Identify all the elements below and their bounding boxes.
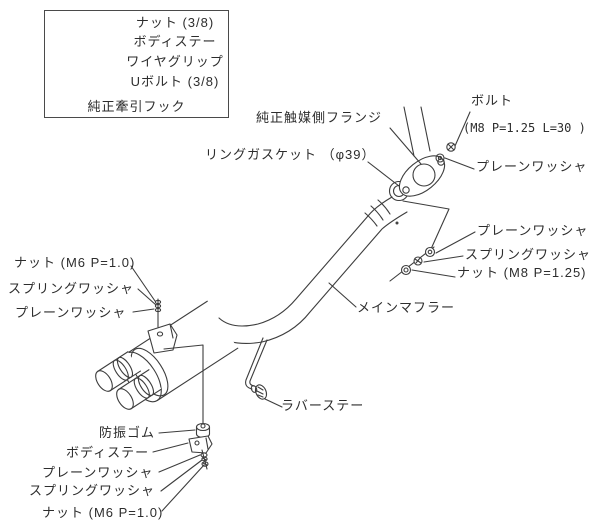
inset-caption: 純正牽引フック: [87, 99, 186, 114]
label-ring-gasket: リングガスケット （φ39）: [205, 147, 376, 162]
label-plain-washer-bottom: プレーンワッシャ: [42, 465, 154, 480]
label-plain-washer-left: プレーンワッシャ: [15, 305, 127, 320]
label-spring-washer-bottom: スプリングワッシャ: [29, 483, 156, 498]
inset-item-nut: ナット (3/8): [135, 15, 215, 30]
inset-item-wire-grip: ワイヤグリップ: [126, 54, 224, 69]
label-spring-washer-right: スプリングワッシャ: [465, 247, 592, 262]
label-nut-m6-bottom: ナット (M6 P=1.0): [42, 505, 164, 520]
label-bolt-spec: (M8 P=1.25 L=30 ): [463, 121, 586, 135]
catalyst-pipe-stub: [403, 106, 431, 157]
tow-hook-inset-box: [44, 10, 229, 118]
tail-tips-drawing: [95, 351, 163, 410]
inset-item-u-bolt: Uボルト (3/8): [130, 74, 220, 89]
label-main-muffler: メインマフラー: [357, 300, 456, 315]
label-spring-washer-left: スプリングワッシャ: [8, 281, 135, 296]
label-rubber-stay: ラバーステー: [281, 398, 365, 413]
rubber-stay-drawing: [245, 337, 268, 400]
label-nut-m8: ナット (M8 P=1.25): [457, 265, 587, 280]
label-catalyst-flange: 純正触媒側フランジ: [256, 110, 383, 125]
label-body-stay: ボディステー: [66, 445, 150, 460]
inset-item-body-stay: ボディステー: [133, 34, 217, 49]
muffler-bracket-drawing: [147, 298, 178, 354]
hanger-mount-drawing: [163, 344, 213, 470]
right-fastener-stack-drawing: [389, 200, 450, 282]
label-plain-washer-top: プレーンワッシャ: [476, 159, 588, 174]
label-vibration-rubber: 防振ゴム: [99, 425, 156, 440]
label-bolt: ボルト: [471, 93, 514, 108]
leader-lines: [130, 111, 476, 512]
main-pipe-drawing: [213, 196, 408, 344]
label-nut-m6-left: ナット (M6 P=1.0): [14, 255, 136, 270]
label-plain-washer-right: プレーンワッシャ: [477, 223, 589, 238]
bolt-washer-drawing: [435, 142, 456, 163]
